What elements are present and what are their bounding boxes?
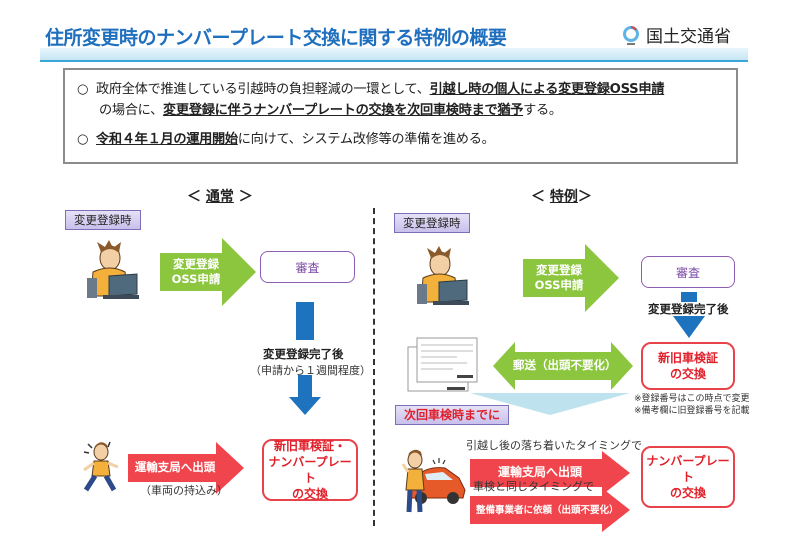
normal-result-box: 新旧車検証・ ナンバープレート の交換 — [262, 439, 358, 501]
special-option1-label: 引越し後の落ち着いたタイミングで — [466, 439, 642, 452]
special-option2-arrow: 整備事業者に依頼（出頭不要化） — [470, 488, 630, 532]
bullet-icon: ○ — [77, 82, 89, 97]
special-cert-box: 新旧車検証 の交換 — [641, 342, 735, 390]
summary-highlight-deferral: 変更登録に伴うナンバープレートの交換を次回車検時まで猶予 — [163, 103, 524, 118]
special-heading: ＜ 特例＞ — [531, 189, 592, 205]
summary-highlight-start: 令和４年１月の運用開始 — [96, 132, 238, 147]
org-logo: 国土交通省 — [622, 22, 731, 47]
bullet-icon: ○ — [77, 132, 89, 147]
summary-highlight-oss: 引越し時の個人による変更登録OSS申請 — [429, 82, 665, 97]
org-name: 国土交通省 — [646, 27, 731, 47]
normal-heading: ＜ 通常 ＞ — [187, 189, 253, 205]
normal-visit-arrow: 運輸支局へ出頭 — [128, 442, 244, 494]
special-after-label: 変更登録完了後 — [648, 302, 729, 316]
special-down-arrow-icon — [673, 316, 705, 338]
normal-oss-arrow: 変更登録 OSS申請 — [160, 238, 256, 306]
summary-line-1: ○ 政府全体で推進している引越時の負担軽減の一環として、引越し時の個人による変更… — [77, 82, 665, 97]
mlit-logo-icon — [622, 25, 640, 45]
red-arrow-shape — [470, 451, 630, 495]
special-plate-box: ナンバープレート の交換 — [641, 446, 735, 508]
special-note-1: ※登録番号はこの時点で変更 — [634, 394, 750, 404]
normal-visit-sub: （車両の持込み） — [140, 484, 228, 497]
funnel-arrow-icon — [470, 393, 630, 415]
person-car-icon — [397, 446, 467, 516]
section-divider — [373, 208, 375, 526]
special-option2-label: 車検と同じタイミングで — [473, 480, 594, 493]
title-band — [40, 48, 748, 62]
summary-line-3: ○ 令和４年１月の運用開始に向けて、システム改修等の準備を進める。 — [77, 132, 495, 147]
normal-down-arrow-icon — [289, 375, 321, 415]
normal-blue-bar — [296, 302, 314, 340]
person-laptop-icon — [83, 238, 143, 303]
summary-line-2: の場合に、変更登録に伴うナンバープレートの交換を次回車検時まで猶予する。 — [99, 103, 562, 118]
person-laptop-icon — [413, 244, 473, 309]
special-change-tag: 変更登録時 — [394, 213, 470, 233]
running-person-icon — [80, 440, 122, 495]
page-title: 住所変更時のナンバープレート交換に関する特例の概要 — [45, 27, 507, 49]
normal-review-box: 審査 — [260, 251, 355, 283]
summary-box: ○ 政府全体で推進している引越時の負担軽減の一環として、引越し時の個人による変更… — [63, 68, 738, 164]
normal-after-label: 変更登録完了後 — [263, 347, 344, 361]
green-double-arrow-shape — [493, 342, 633, 390]
green-arrow-shape — [160, 238, 256, 306]
document-icon — [407, 337, 479, 393]
normal-change-tag: 変更登録時 — [65, 210, 141, 230]
red-arrow-shape — [128, 442, 244, 494]
normal-after-sub: （申請から１週間程度） — [250, 364, 371, 377]
special-note-2: ※備考欄に旧登録番号を記載 — [634, 406, 750, 416]
special-oss-arrow: 変更登録 OSS申請 — [523, 244, 619, 312]
special-blue-bar — [681, 292, 697, 302]
green-arrow-shape — [523, 244, 619, 312]
special-option1-arrow: 運輸支局へ出頭 — [470, 451, 630, 495]
special-deadline-tag: 次回車検時までに — [395, 405, 510, 425]
special-review-box: 審査 — [641, 256, 735, 288]
special-mail-arrow: 郵送（出頭不要化） — [493, 342, 633, 390]
red-arrow-shape — [470, 488, 630, 532]
